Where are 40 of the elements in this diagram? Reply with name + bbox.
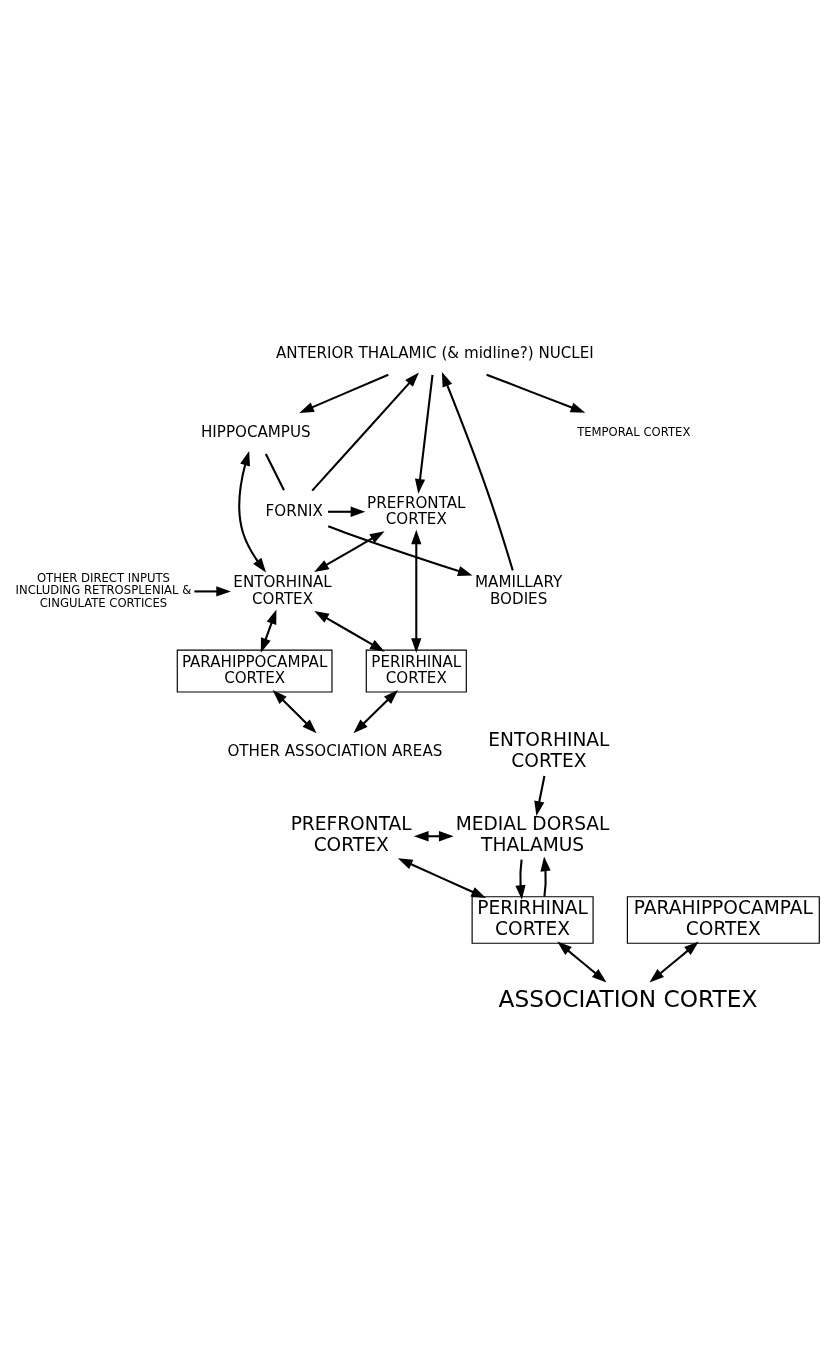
arrow (238, 450, 267, 573)
arrow (272, 690, 317, 734)
node-text: ENTORHINAL CORTEX (488, 729, 610, 772)
arrow (311, 372, 419, 492)
node-text: ASSOCIATION CORTEX (498, 985, 758, 1013)
node-box: PERIRHINAL CORTEX (365, 649, 467, 693)
node-text: PREFRONTAL CORTEX (290, 813, 412, 856)
arrow (411, 529, 422, 653)
arrow (414, 374, 434, 494)
node-text: OTHER ASSOCIATION AREAS (227, 742, 443, 761)
arrow (649, 941, 699, 983)
node-box: PARAHIPPOCAMPAL CORTEX (176, 649, 333, 693)
arrow (327, 525, 473, 576)
arrow (299, 373, 389, 413)
arrow (534, 775, 546, 816)
node-box: PARAHIPPOCAMPAL CORTEX (626, 896, 820, 944)
arrow (353, 690, 398, 734)
connector (264, 453, 285, 491)
node-text: MAMILLARY BODIES (475, 573, 563, 608)
node-text: MEDIAL DORSAL THALAMUS (455, 813, 610, 856)
arrow (260, 609, 277, 653)
node-text: HIPPOCAMPUS (200, 422, 311, 441)
arrow (486, 373, 586, 413)
arrow (515, 859, 526, 900)
arrow (314, 610, 385, 652)
arrow (441, 371, 514, 571)
arrow (397, 858, 486, 898)
arrow (328, 506, 366, 517)
node-box: PERIRHINAL CORTEX (471, 896, 594, 944)
node-text: FORNIX (265, 501, 323, 520)
arrow (314, 531, 385, 572)
arrow (413, 831, 454, 842)
node-text: ENTORHINAL CORTEX (233, 573, 332, 608)
arrow (557, 941, 607, 983)
arrow (194, 586, 231, 597)
node-text: PREFRONTAL CORTEX (367, 493, 466, 528)
node-text: ANTERIOR THALAMIC (& midline?) NUCLEI (276, 343, 594, 362)
arrow (540, 856, 551, 897)
node-text: OTHER DIRECT INPUTS INCLUDING RETROSPLENIAL & CINGULATE CORTICES (15, 570, 192, 611)
node-text: TEMPORAL CORTEX (577, 424, 691, 439)
